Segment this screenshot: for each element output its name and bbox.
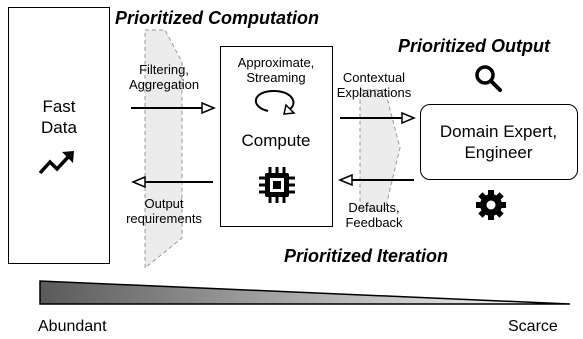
chip-icon xyxy=(259,167,295,203)
scarcity-scale xyxy=(39,280,571,305)
contextual-label: Contextual Explanations xyxy=(336,70,412,100)
compute-mode-label: Approximate, Streaming xyxy=(237,55,315,85)
fast-data-box: Fast Data xyxy=(8,7,110,264)
defaults-label: Defaults, Feedback xyxy=(345,200,403,230)
refresh-loop-icon xyxy=(255,89,296,115)
search-icon xyxy=(475,65,502,92)
scale-right-label: Scarce xyxy=(508,318,558,335)
computation-filter-shape xyxy=(144,29,183,270)
trend-up-icon xyxy=(38,151,74,175)
compute-label: Compute xyxy=(241,131,311,150)
defaults-arrow xyxy=(338,173,414,187)
filtering-label: Filtering, Aggregation xyxy=(128,62,200,92)
compute-box: Approximate, Streaming Compute xyxy=(220,46,333,227)
header-prioritized-computation: Prioritized Computation xyxy=(115,8,319,28)
output-requirements-arrow xyxy=(131,175,213,189)
contextual-arrow xyxy=(340,111,416,125)
header-prioritized-iteration: Prioritized Iteration xyxy=(284,246,449,266)
output-filter-shape xyxy=(359,89,401,211)
gear-icon xyxy=(476,190,506,220)
domain-expert-label: Domain Expert, Engineer xyxy=(439,122,558,162)
header-prioritized-output: Prioritized Output xyxy=(398,36,550,56)
scale-left-label: Abundant xyxy=(38,318,107,335)
domain-expert-box: Domain Expert, Engineer xyxy=(420,104,578,180)
fast-data-label: Fast Data xyxy=(41,97,77,137)
output-requirements-label: Output requirements xyxy=(126,196,202,226)
filtering-arrow xyxy=(131,101,216,115)
